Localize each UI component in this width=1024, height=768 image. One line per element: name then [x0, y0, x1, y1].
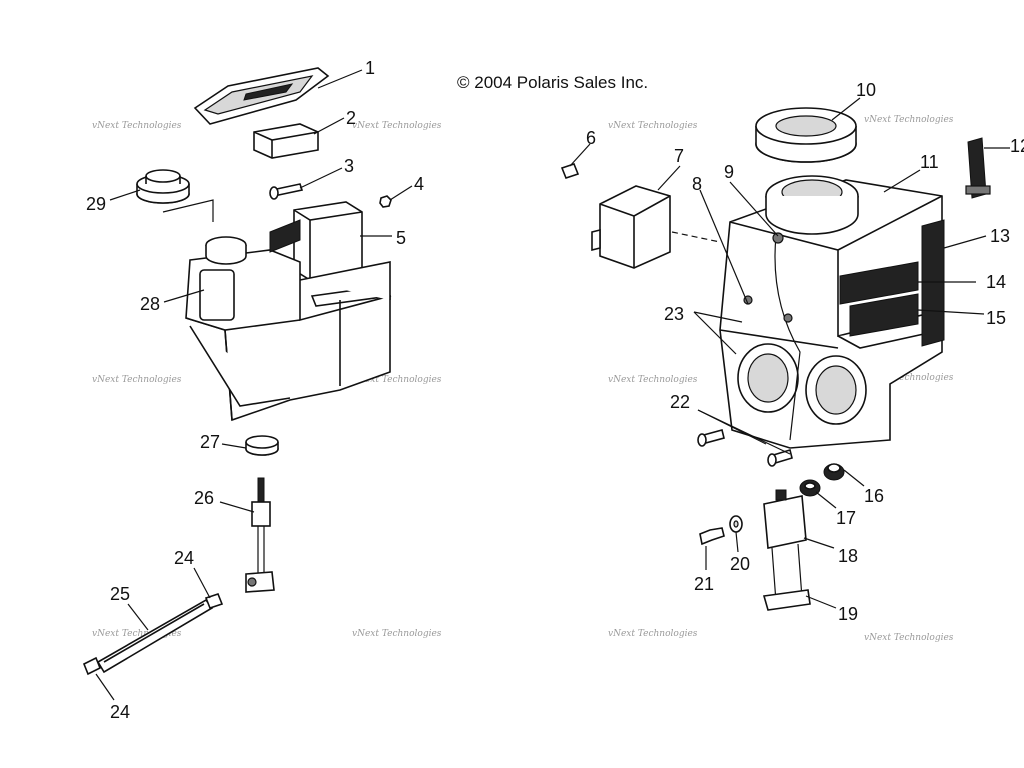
callout-28: 28	[140, 294, 160, 314]
callout-23: 23	[664, 304, 684, 324]
part-21-bolt	[699, 527, 725, 546]
callout-20: 20	[730, 554, 750, 574]
callout-24-upper: 24	[174, 548, 194, 568]
callout-22: 22	[670, 392, 690, 412]
callout-7: 7	[674, 146, 684, 166]
watermark: vNext Technologies	[352, 629, 442, 639]
callout-5: 5	[396, 228, 406, 248]
callout-2: 2	[346, 108, 356, 128]
callout-24-lower: 24	[110, 702, 130, 722]
part-15-label	[849, 293, 919, 337]
part-22-bolt-lower	[767, 448, 793, 467]
callout-21: 21	[694, 574, 714, 594]
callout-19: 19	[838, 604, 858, 624]
part-5-bracket	[293, 201, 363, 281]
part-12-clip	[965, 137, 991, 199]
watermark: vNext Technologies	[608, 629, 698, 639]
callout-18: 18	[838, 546, 858, 566]
callout-9: 9	[724, 162, 734, 182]
part-6-screw	[560, 163, 580, 179]
part-18-bracket	[763, 489, 807, 549]
part-26-sensor	[245, 477, 275, 593]
part-1-cover	[193, 67, 330, 125]
part-4-nut	[379, 195, 392, 208]
part-20-washer	[729, 515, 743, 533]
watermark: vNext Technologies	[352, 121, 442, 131]
watermarks: vNext Technologies vNext Technologies vN…	[92, 115, 954, 643]
part-10-ring	[755, 107, 857, 163]
watermark: vNext Technologies	[864, 633, 954, 643]
cap-assembly-line	[162, 199, 214, 222]
part-7-module	[591, 185, 671, 269]
watermark: vNext Technologies	[864, 115, 954, 125]
callout-15: 15	[986, 308, 1006, 328]
part-24-clamp-lower	[82, 656, 102, 676]
part-3-bolt	[269, 183, 304, 200]
callout-11: 11	[920, 152, 939, 172]
watermark: vNext Technologies	[92, 375, 182, 385]
copyright-notice: © 2004 Polaris Sales Inc.	[457, 73, 649, 92]
callout-25: 25	[110, 584, 130, 604]
callout-14: 14	[986, 272, 1006, 292]
part-16-mount	[823, 463, 845, 481]
watermark: vNext Technologies	[608, 375, 698, 385]
callout-12: 12	[1010, 136, 1024, 156]
part-28-oil-tank	[185, 219, 392, 422]
callout-27: 27	[200, 432, 220, 452]
part-17-washer	[799, 479, 821, 497]
callout-8: 8	[692, 174, 702, 194]
part-22-bolt-upper	[697, 429, 725, 447]
callout-6: 6	[586, 128, 596, 148]
callout-10: 10	[856, 80, 876, 100]
part-19-strap	[762, 543, 811, 611]
watermark: vNext Technologies	[352, 375, 442, 385]
part-14-label	[839, 261, 919, 305]
callout-26: 26	[194, 488, 214, 508]
watermark: vNext Technologies	[864, 373, 954, 383]
callout-29: 29	[86, 194, 106, 214]
part-2-block	[253, 123, 319, 159]
callout-13: 13	[990, 226, 1010, 246]
watermark: vNext Technologies	[92, 629, 182, 639]
module-assembly-line	[671, 231, 721, 243]
part-27-grommet	[245, 435, 279, 456]
callout-labels: 1 2 3 4 5 6 7 8 9 10 11 12 13 14 15 16 1…	[86, 58, 1024, 722]
part-13-panel	[921, 219, 945, 347]
callout-4: 4	[414, 174, 424, 194]
part-29-cap	[136, 169, 190, 204]
watermark: vNext Technologies	[608, 121, 698, 131]
callout-3: 3	[344, 156, 354, 176]
leader-lines	[95, 69, 1010, 701]
callout-16: 16	[864, 486, 884, 506]
callout-1: 1	[365, 58, 375, 78]
watermark: vNext Technologies	[92, 121, 182, 131]
callout-17: 17	[836, 508, 856, 528]
